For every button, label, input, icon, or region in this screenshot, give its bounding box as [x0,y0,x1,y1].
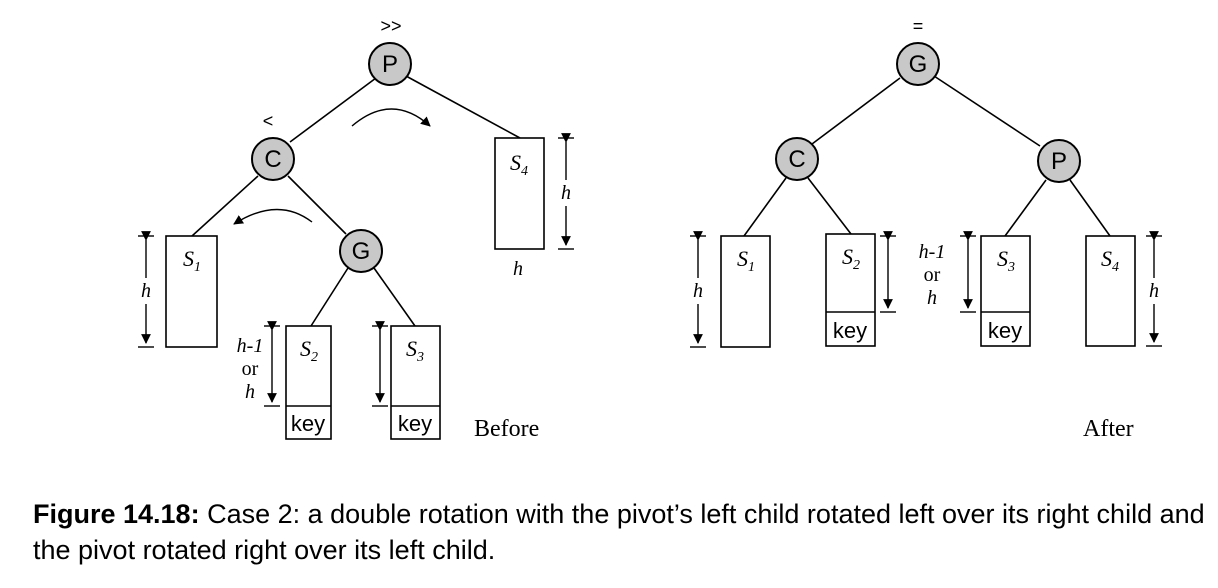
edge-g-p [933,75,1041,147]
height-dim-s1: h [690,231,706,348]
figure-caption: Figure 14.18: Case 2: a double rotation … [33,496,1208,568]
before-tree: P >> C < G S1 h S4 [138,16,574,442]
svg-text:S4: S4 [1101,246,1119,275]
edge-p-s3 [1004,179,1047,237]
key-label-s2: key [833,318,867,343]
svg-text:C: C [264,146,281,173]
svg-text:S2: S2 [300,336,318,365]
key-label-s3: key [398,411,432,436]
svg-text:S3: S3 [997,246,1015,275]
svg-text:h: h [561,182,571,204]
node-g: G [896,42,940,86]
edge-c-s1 [743,177,787,237]
height-dim-s1: h [138,231,154,348]
rotation-diagram: P >> C < G S1 h S4 [138,16,1162,442]
svg-text:G: G [909,51,928,78]
svg-text:P: P [1051,148,1067,175]
subtree-s1: S1 [165,235,218,348]
height-dim-s2: h-1 or h [237,321,280,407]
height-dim-s3: h-1 or h [919,231,976,313]
svg-text:h: h [927,287,937,309]
edge-c-g [287,175,347,235]
svg-text:P: P [382,51,398,78]
key-label-s3: key [988,318,1022,343]
svg-text:h: h [141,280,151,302]
balance-marker-p: >> [380,16,401,36]
svg-text:h: h [513,258,523,280]
edge-g-s2 [310,267,349,327]
subtree-s2: S2 key [285,325,332,440]
subtree-s3: S3 key [390,325,441,440]
node-c: C [775,137,819,181]
svg-text:or: or [924,264,941,286]
edge-p-s4 [1069,179,1111,237]
rotate-right-arrow [351,108,431,127]
balance-marker-c: < [263,111,274,131]
edge-c-s1 [191,175,259,237]
svg-text:h-1: h-1 [237,335,264,357]
svg-text:G: G [352,238,371,265]
node-p: P [368,42,412,86]
subtree-s3: S3 key [980,235,1031,347]
edge-p-c [289,77,377,143]
subtree-s1: S1 [720,235,771,348]
svg-text:S2: S2 [842,244,860,273]
key-label-s2: key [291,411,325,436]
subtree-s4: S4 [494,137,545,250]
node-g: G [339,229,383,273]
height-dim-s2 [880,231,896,313]
caption-text: Case 2: a double rotation with the pivot… [33,499,1205,565]
rotate-left-arrow [233,208,313,225]
svg-text:h: h [693,280,703,302]
after-tree: G = C P S1 h S2 key [690,16,1162,442]
svg-text:h-1: h-1 [919,241,946,263]
svg-text:S1: S1 [183,246,201,275]
balance-marker-g: = [913,16,924,36]
svg-text:S1: S1 [737,246,755,275]
svg-text:S3: S3 [406,336,424,365]
edge-g-c [811,77,901,145]
edge-c-s2 [807,177,852,235]
height-dim-s3 [372,321,388,407]
before-label: Before [474,416,539,442]
edge-p-s4 [405,75,521,139]
node-c: C [251,137,295,181]
subtree-s4: S4 [1085,235,1136,347]
after-label: After [1083,416,1134,442]
node-p: P [1037,139,1081,183]
svg-text:or: or [242,358,259,380]
svg-text:S4: S4 [510,150,528,179]
height-dim-s4: h [1146,231,1162,347]
svg-text:h: h [1149,280,1159,302]
svg-text:h: h [245,381,255,403]
caption-label: Figure 14.18: [33,499,200,529]
edge-g-s3 [373,267,416,327]
height-dim-s4: h h [513,133,574,280]
svg-text:C: C [788,146,805,173]
subtree-s2: S2 key [825,233,876,347]
